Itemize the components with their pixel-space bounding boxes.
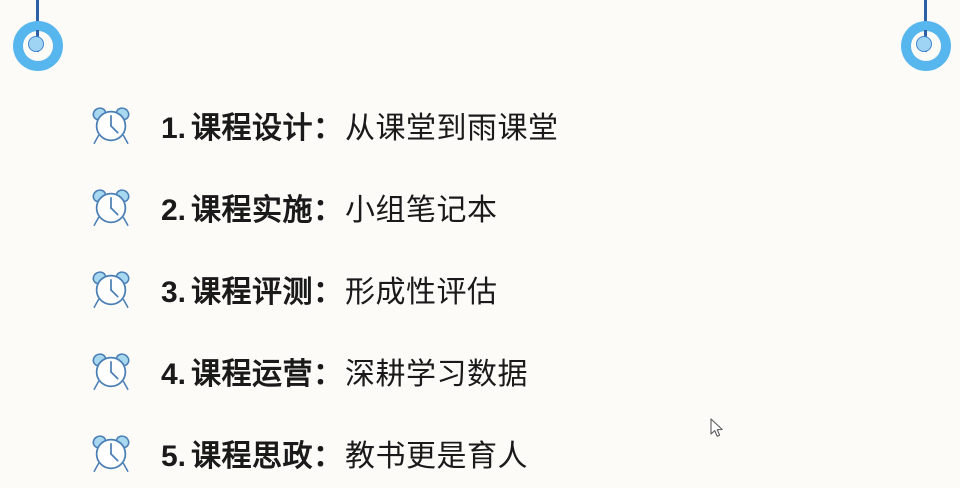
list-item-text: 3. 课程评测 ： 形成性评估: [161, 267, 960, 311]
list-item-colon: ：: [313, 358, 344, 391]
list-item: 3. 课程评测 ： 形成性评估: [0, 248, 960, 330]
list-item-colon: ：: [313, 112, 344, 145]
hanging-pin-right: [893, 0, 957, 80]
list-item-topic: 课程评测: [191, 276, 314, 309]
list-item-number: 2.: [161, 194, 187, 227]
list-item-topic: 课程思政: [191, 440, 314, 473]
list-item-topic: 课程运营: [191, 358, 314, 391]
list-item-number: 1.: [161, 112, 187, 145]
alarm-clock-icon: [92, 107, 130, 144]
list-item-detail: 深耕学习数据: [345, 358, 529, 391]
alarm-clock-icon: [92, 271, 130, 308]
list-item-topic: 课程实施: [191, 194, 314, 227]
list-item-text: 2. 课程实施 ： 小组笔记本: [161, 185, 960, 229]
list-item-number: 3.: [161, 276, 187, 309]
list-item-text: 4. 课程运营 ： 深耕学习数据: [161, 349, 960, 393]
list-item-detail: 从课堂到雨课堂: [345, 112, 559, 145]
list-item: 5. 课程思政 ： 教书更是育人: [0, 412, 960, 488]
list-item-colon: ：: [313, 440, 344, 473]
list-item-icon-cell: [88, 430, 161, 476]
list-item-number: 5.: [161, 440, 187, 473]
list-item: 4. 课程运营 ： 深耕学习数据: [0, 330, 960, 412]
alarm-clock-icon: [92, 189, 130, 226]
list-item-detail: 小组笔记本: [345, 194, 498, 227]
list-item-topic: 课程设计: [191, 112, 314, 145]
list-item: 1. 课程设计 ： 从课堂到雨课堂: [0, 84, 960, 166]
list-item-text: 5. 课程思政 ： 教书更是育人: [161, 431, 960, 475]
list-item-icon-cell: [88, 266, 161, 312]
list-item-colon: ：: [313, 194, 344, 227]
pin-inner-circle-icon: [28, 36, 44, 52]
list-item-icon-cell: [88, 184, 161, 230]
list-item-icon-cell: [88, 348, 161, 394]
alarm-clock-icon: [92, 353, 130, 390]
list-item-colon: ：: [313, 276, 344, 309]
list-item-detail: 教书更是育人: [345, 440, 529, 473]
pin-inner-circle-icon: [916, 36, 932, 52]
hanging-pin-left: [5, 0, 69, 80]
list-item-detail: 形成性评估: [345, 276, 498, 309]
list-item-number: 4.: [161, 358, 187, 391]
list-item-icon-cell: [88, 102, 161, 148]
list-item-text: 1. 课程设计 ： 从课堂到雨课堂: [161, 103, 960, 147]
agenda-list: 1. 课程设计 ： 从课堂到雨课堂 2. 课程实施: [0, 84, 960, 488]
list-item: 2. 课程实施 ： 小组笔记本: [0, 166, 960, 248]
alarm-clock-icon: [92, 435, 130, 472]
